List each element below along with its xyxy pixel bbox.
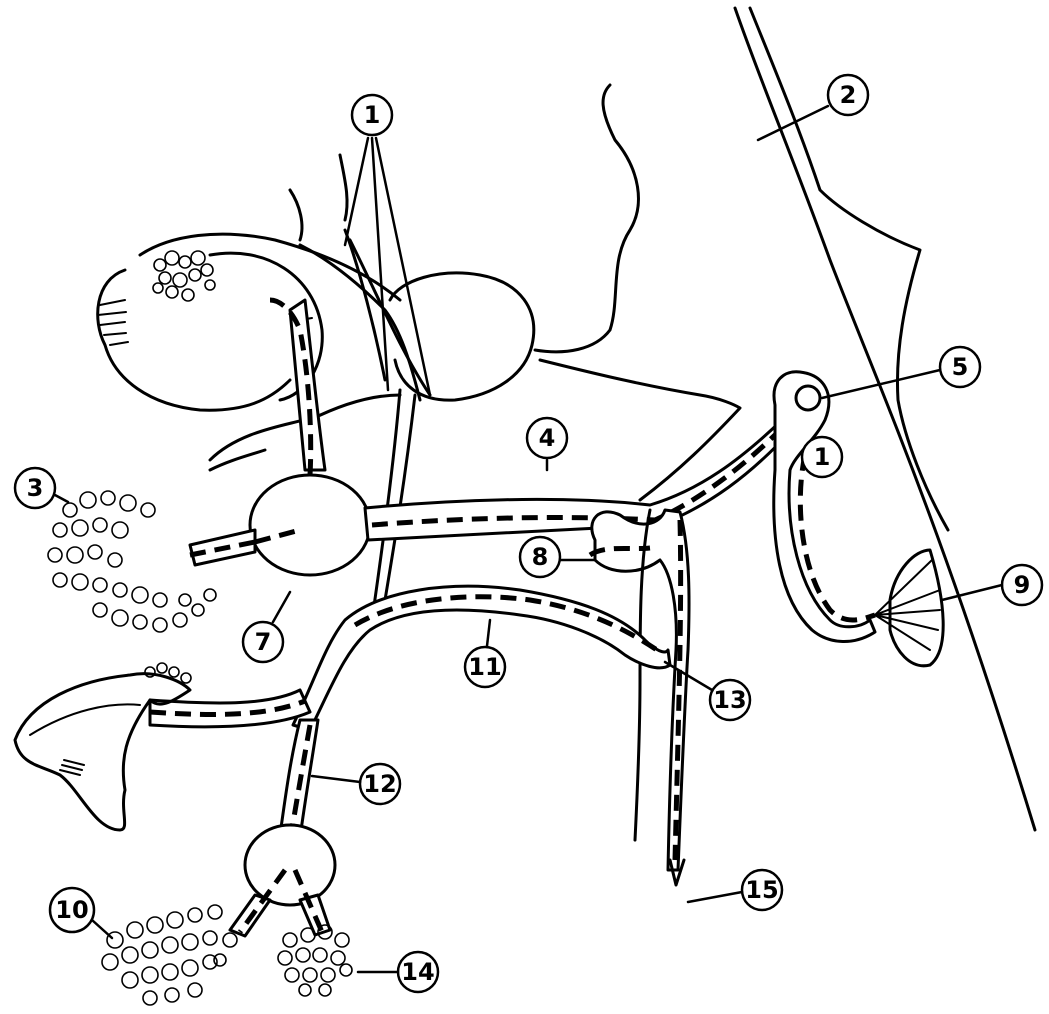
svg-text:1: 1 — [364, 101, 381, 129]
svg-text:15: 15 — [745, 876, 778, 904]
ganglion-masses — [210, 85, 740, 500]
svg-text:1: 1 — [814, 443, 831, 471]
svg-text:8: 8 — [532, 543, 549, 571]
svg-text:7: 7 — [255, 628, 272, 656]
label-7: 7 — [243, 592, 290, 662]
svg-text:2: 2 — [840, 81, 857, 109]
label-15: 15 — [688, 870, 782, 910]
svg-text:3: 3 — [27, 474, 44, 502]
svg-text:14: 14 — [401, 958, 434, 986]
label-1-right: 1 — [802, 437, 842, 477]
label-2: 2 — [758, 75, 868, 140]
labels: 1 2 3 4 5 1 7 — [15, 75, 1042, 992]
descending-trunk — [590, 510, 689, 885]
svg-text:9: 9 — [1014, 571, 1031, 599]
lateral-branch — [774, 372, 943, 666]
svg-text:4: 4 — [539, 424, 556, 452]
svg-text:12: 12 — [363, 770, 396, 798]
label-4: 4 — [527, 418, 567, 470]
label-11: 11 — [465, 620, 505, 687]
label-14: 14 — [358, 952, 438, 992]
svg-text:10: 10 — [55, 896, 88, 924]
svg-text:11: 11 — [468, 653, 501, 681]
svg-text:5: 5 — [952, 353, 969, 381]
label-12: 12 — [312, 764, 400, 804]
lower-arch — [150, 586, 670, 936]
lower-left-gland — [15, 663, 191, 830]
label-8: 8 — [520, 537, 595, 577]
label-9: 9 — [942, 565, 1042, 605]
label-5: 5 — [822, 347, 980, 398]
label-3: 3 — [15, 468, 68, 508]
svg-text:13: 13 — [713, 686, 746, 714]
label-1-top: 1 — [345, 95, 430, 395]
main-nerve-trunk — [190, 300, 790, 575]
label-10: 10 — [50, 888, 112, 938]
